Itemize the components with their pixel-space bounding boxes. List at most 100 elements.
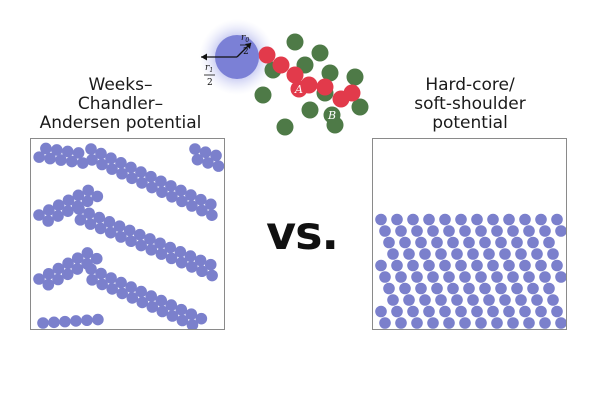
wca-particle bbox=[85, 263, 97, 275]
hcss-particle bbox=[495, 282, 507, 295]
wca-particle bbox=[135, 166, 147, 178]
wca-particle bbox=[135, 285, 147, 298]
hcss-particle bbox=[443, 225, 455, 237]
wca-simulation-panel bbox=[30, 138, 225, 330]
vs-text: vs. bbox=[266, 206, 339, 260]
wca-particle bbox=[185, 189, 197, 201]
green-particle bbox=[286, 33, 304, 51]
hcss-particle bbox=[431, 282, 443, 295]
hcss-particle bbox=[463, 236, 475, 249]
wca-particle bbox=[42, 267, 55, 280]
hcss-particle bbox=[439, 259, 451, 272]
r1-label: r1 bbox=[205, 63, 213, 74]
wca-particle bbox=[175, 303, 188, 316]
hcss-particle bbox=[491, 225, 503, 237]
hcss-particle bbox=[519, 259, 531, 272]
wca-particle bbox=[42, 215, 54, 227]
wca-particle bbox=[81, 314, 93, 327]
wca-particle bbox=[164, 241, 176, 254]
hcss-particle bbox=[495, 236, 507, 249]
wca-particle bbox=[106, 283, 118, 295]
hcss-particle bbox=[523, 225, 535, 237]
wca-particle bbox=[42, 278, 55, 291]
wca-particle bbox=[135, 239, 147, 252]
wca-particle bbox=[210, 149, 222, 162]
hcss-particle bbox=[443, 271, 455, 283]
hcss-particle bbox=[391, 305, 403, 318]
hcss-particle bbox=[451, 294, 463, 306]
hcss-particle bbox=[535, 213, 547, 226]
particle-model-illustration: r0 2 r1 2 AB bbox=[199, 19, 369, 136]
wca-particle bbox=[95, 267, 107, 280]
hcss-particle bbox=[471, 213, 483, 226]
wca-particle bbox=[105, 272, 117, 284]
hcss-particle bbox=[527, 236, 539, 249]
hcss-particle bbox=[499, 294, 511, 306]
wca-potential-label: Weeks– Chandler– Andersen potential bbox=[28, 76, 213, 133]
wca-particle bbox=[136, 177, 148, 189]
green-particle bbox=[351, 98, 369, 116]
wca-particle bbox=[52, 273, 64, 286]
hcss-particle bbox=[407, 305, 419, 318]
hcss-particle bbox=[471, 305, 483, 318]
wca-particle bbox=[72, 189, 85, 202]
hcss-particle bbox=[411, 317, 423, 329]
wca-particle bbox=[103, 216, 116, 228]
wca-particle bbox=[84, 218, 97, 230]
wca-particle bbox=[125, 235, 137, 248]
wca-particle bbox=[123, 224, 136, 237]
hcss-particle bbox=[503, 305, 515, 318]
hcss-particle bbox=[507, 317, 519, 329]
hcss-label-line-1: Hard-core/ bbox=[425, 75, 515, 95]
hcss-particle bbox=[403, 294, 415, 306]
hcss-particle bbox=[383, 236, 395, 249]
wca-particle bbox=[85, 143, 97, 155]
hcss-label-line-2: soft-shoulder bbox=[414, 94, 526, 114]
green-particle bbox=[321, 64, 339, 82]
wca-particle bbox=[186, 319, 199, 329]
hcss-particle bbox=[467, 248, 479, 260]
green-particle bbox=[254, 86, 272, 104]
hcss-particle bbox=[555, 225, 566, 237]
hcss-particle bbox=[551, 305, 563, 318]
hcss-particle bbox=[475, 271, 487, 283]
hcss-particle bbox=[507, 271, 519, 283]
hcss-particle bbox=[423, 213, 435, 226]
wca-particle bbox=[40, 142, 52, 155]
wca-particle bbox=[204, 258, 217, 271]
hcss-particle bbox=[539, 271, 551, 283]
wca-particle bbox=[176, 195, 188, 208]
hcss-particle bbox=[383, 282, 395, 295]
wca-particle bbox=[196, 265, 208, 278]
hcss-particle bbox=[499, 248, 511, 260]
wca-particle bbox=[106, 163, 118, 175]
wca-particle bbox=[62, 205, 74, 217]
wca-particle bbox=[55, 154, 67, 166]
wca-particle bbox=[43, 204, 55, 216]
wca-particle bbox=[52, 262, 65, 275]
wca-particle bbox=[146, 181, 158, 194]
wca-particle bbox=[48, 316, 60, 329]
wca-particle bbox=[155, 294, 168, 307]
wca-particle bbox=[95, 147, 107, 160]
hcss-label-line-3: potential bbox=[432, 113, 508, 133]
wca-particle bbox=[96, 158, 108, 171]
wca-label-line-1: Weeks– bbox=[88, 75, 153, 95]
hcss-particle bbox=[531, 294, 543, 306]
wca-particle bbox=[175, 184, 187, 197]
particle-b bbox=[323, 106, 341, 124]
hcss-particle bbox=[543, 282, 555, 295]
wca-particle bbox=[44, 152, 56, 165]
hcss-particle bbox=[523, 317, 535, 329]
hcss-particle bbox=[439, 305, 451, 318]
hcss-particle bbox=[491, 271, 503, 283]
particle-a-label: A bbox=[294, 83, 303, 96]
wca-particle-configuration bbox=[33, 142, 224, 329]
green-particle bbox=[276, 118, 294, 136]
hcss-particle bbox=[483, 294, 495, 306]
wca-particle bbox=[94, 222, 107, 235]
wca-particle bbox=[154, 237, 166, 250]
wca-particle bbox=[196, 204, 208, 217]
wca-particle bbox=[52, 210, 64, 222]
hcss-particle bbox=[435, 294, 447, 306]
